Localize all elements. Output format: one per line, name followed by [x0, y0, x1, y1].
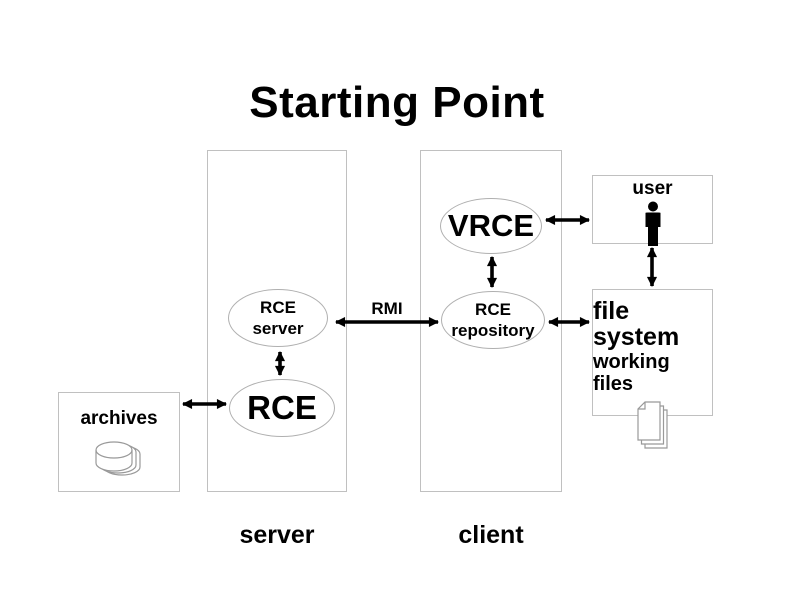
node-file-system: file system working files: [592, 289, 713, 449]
node-rce-repository-line2: repository: [451, 321, 535, 340]
person-icon: [638, 201, 668, 247]
user-label: user: [632, 178, 673, 199]
database-icon: [95, 440, 143, 480]
file-system-title: file system: [593, 297, 680, 352]
node-vrce-label: VRCE: [447, 207, 535, 243]
node-rce-server-line1: RCE: [260, 297, 296, 317]
page-title: Starting Point: [249, 78, 545, 127]
file-system-subtitle: working files: [593, 350, 670, 395]
client-group-label: client: [458, 521, 524, 549]
archives-label: archives: [80, 408, 158, 429]
node-vrce: VRCE: [440, 198, 542, 254]
node-rce-server: RCE server: [228, 289, 328, 347]
rmi-edge-label: RMI: [371, 299, 403, 318]
node-rce-repository: RCE repository: [441, 291, 545, 349]
node-rce-label: RCE: [247, 389, 317, 427]
node-rce-server-line2: server: [252, 319, 304, 338]
server-group-label: server: [239, 521, 315, 549]
documents-icon: [636, 400, 670, 451]
node-archives: archives: [58, 392, 180, 492]
node-rce: RCE: [229, 379, 335, 437]
node-rce-repository-line1: RCE: [475, 299, 511, 319]
node-user: user: [592, 175, 713, 247]
